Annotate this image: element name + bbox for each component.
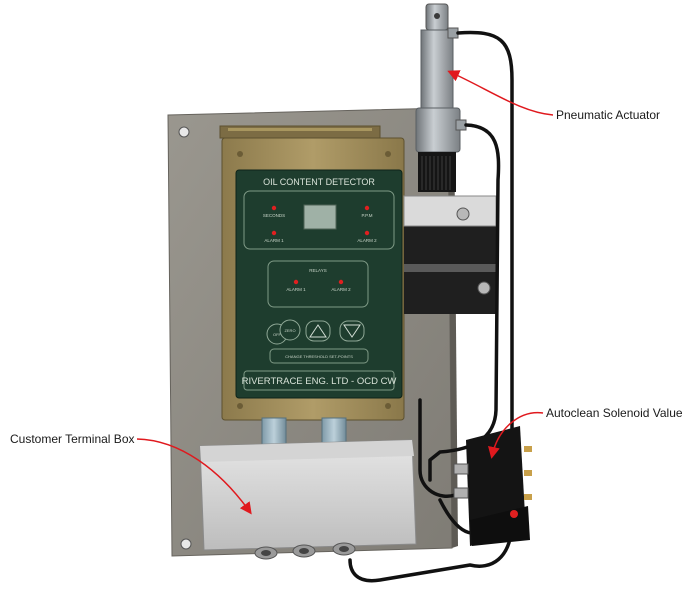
led-seconds: [271, 205, 277, 211]
up-arrow-icon: [309, 324, 327, 338]
zero-button-label: ZERO: [284, 328, 295, 333]
autoclean-solenoid-valve: [453, 426, 532, 546]
sensor-mount-bracket: [403, 195, 497, 314]
pneumatic-actuator: [415, 3, 467, 192]
down-button[interactable]: [339, 320, 365, 342]
pneumatic-actuator-callout: Pneumatic Actuator: [556, 108, 661, 122]
mounting-hole: [178, 126, 190, 138]
detector-front-panel: [235, 169, 403, 399]
up-button[interactable]: [305, 320, 331, 342]
led-alarm-2: [364, 230, 370, 236]
bracket-bolt: [477, 281, 491, 295]
display-frame: [243, 190, 395, 250]
detector-enclosure: OIL CONTENT DETECTOR SECONDS P.P.M ALARM…: [221, 137, 405, 421]
bracket-bolt: [456, 207, 470, 221]
instruction-strip-text: CHANGE THRESHOLD SET-POINTS: [285, 354, 353, 359]
enclosure-screw: [237, 151, 243, 157]
cable-gland: [254, 546, 278, 560]
relay-label-alarm-2: ALARM 2: [331, 287, 351, 292]
customer-terminal-box: [199, 439, 417, 560]
maker-label-frame: [243, 370, 395, 391]
panel-title: OIL CONTENT DETECTOR: [263, 177, 375, 187]
relay-led-alarm-2: [338, 279, 344, 285]
enclosure-screw: [385, 151, 391, 157]
enclosure-hinge: [219, 125, 381, 139]
autoclean-solenoid-callout: Autoclean Solenoid Value: [546, 406, 683, 420]
lcd-display: [303, 204, 337, 230]
led-alarm-1: [271, 230, 277, 236]
terminal-box-callout-arrow: [136, 438, 252, 515]
relay-label: RELAYS: [309, 268, 326, 273]
cable-gland: [292, 544, 316, 558]
off-button-label: OFF: [273, 332, 282, 337]
indicator-label-ppm: P.P.M: [361, 213, 372, 218]
indicator-label-alarm-1: ALARM 1: [264, 238, 284, 243]
customer-terminal-box-callout: Customer Terminal Box: [10, 432, 135, 446]
mounting-hole: [180, 538, 192, 550]
enclosure-screw: [385, 403, 391, 409]
enclosure-screw: [237, 403, 243, 409]
solenoid-callout-arrow: [488, 412, 544, 459]
relay-label-alarm-1: ALARM 1: [286, 287, 306, 292]
indicator-label-seconds: SECONDS: [263, 213, 285, 218]
cable-gland: [332, 542, 356, 556]
relay-frame: [267, 260, 369, 308]
indicator-label-alarm-2: ALARM 2: [357, 238, 377, 243]
relay-led-alarm-1: [293, 279, 299, 285]
maker-label: RIVERTRACE ENG. LTD - OCD CW: [242, 376, 397, 387]
led-ppm: [364, 205, 370, 211]
down-arrow-icon: [343, 324, 361, 338]
instruction-strip: [269, 348, 369, 364]
solenoid-indicator-led: [510, 510, 518, 518]
actuator-callout-arrow: [447, 70, 554, 116]
zero-button[interactable]: ZERO: [279, 319, 301, 341]
